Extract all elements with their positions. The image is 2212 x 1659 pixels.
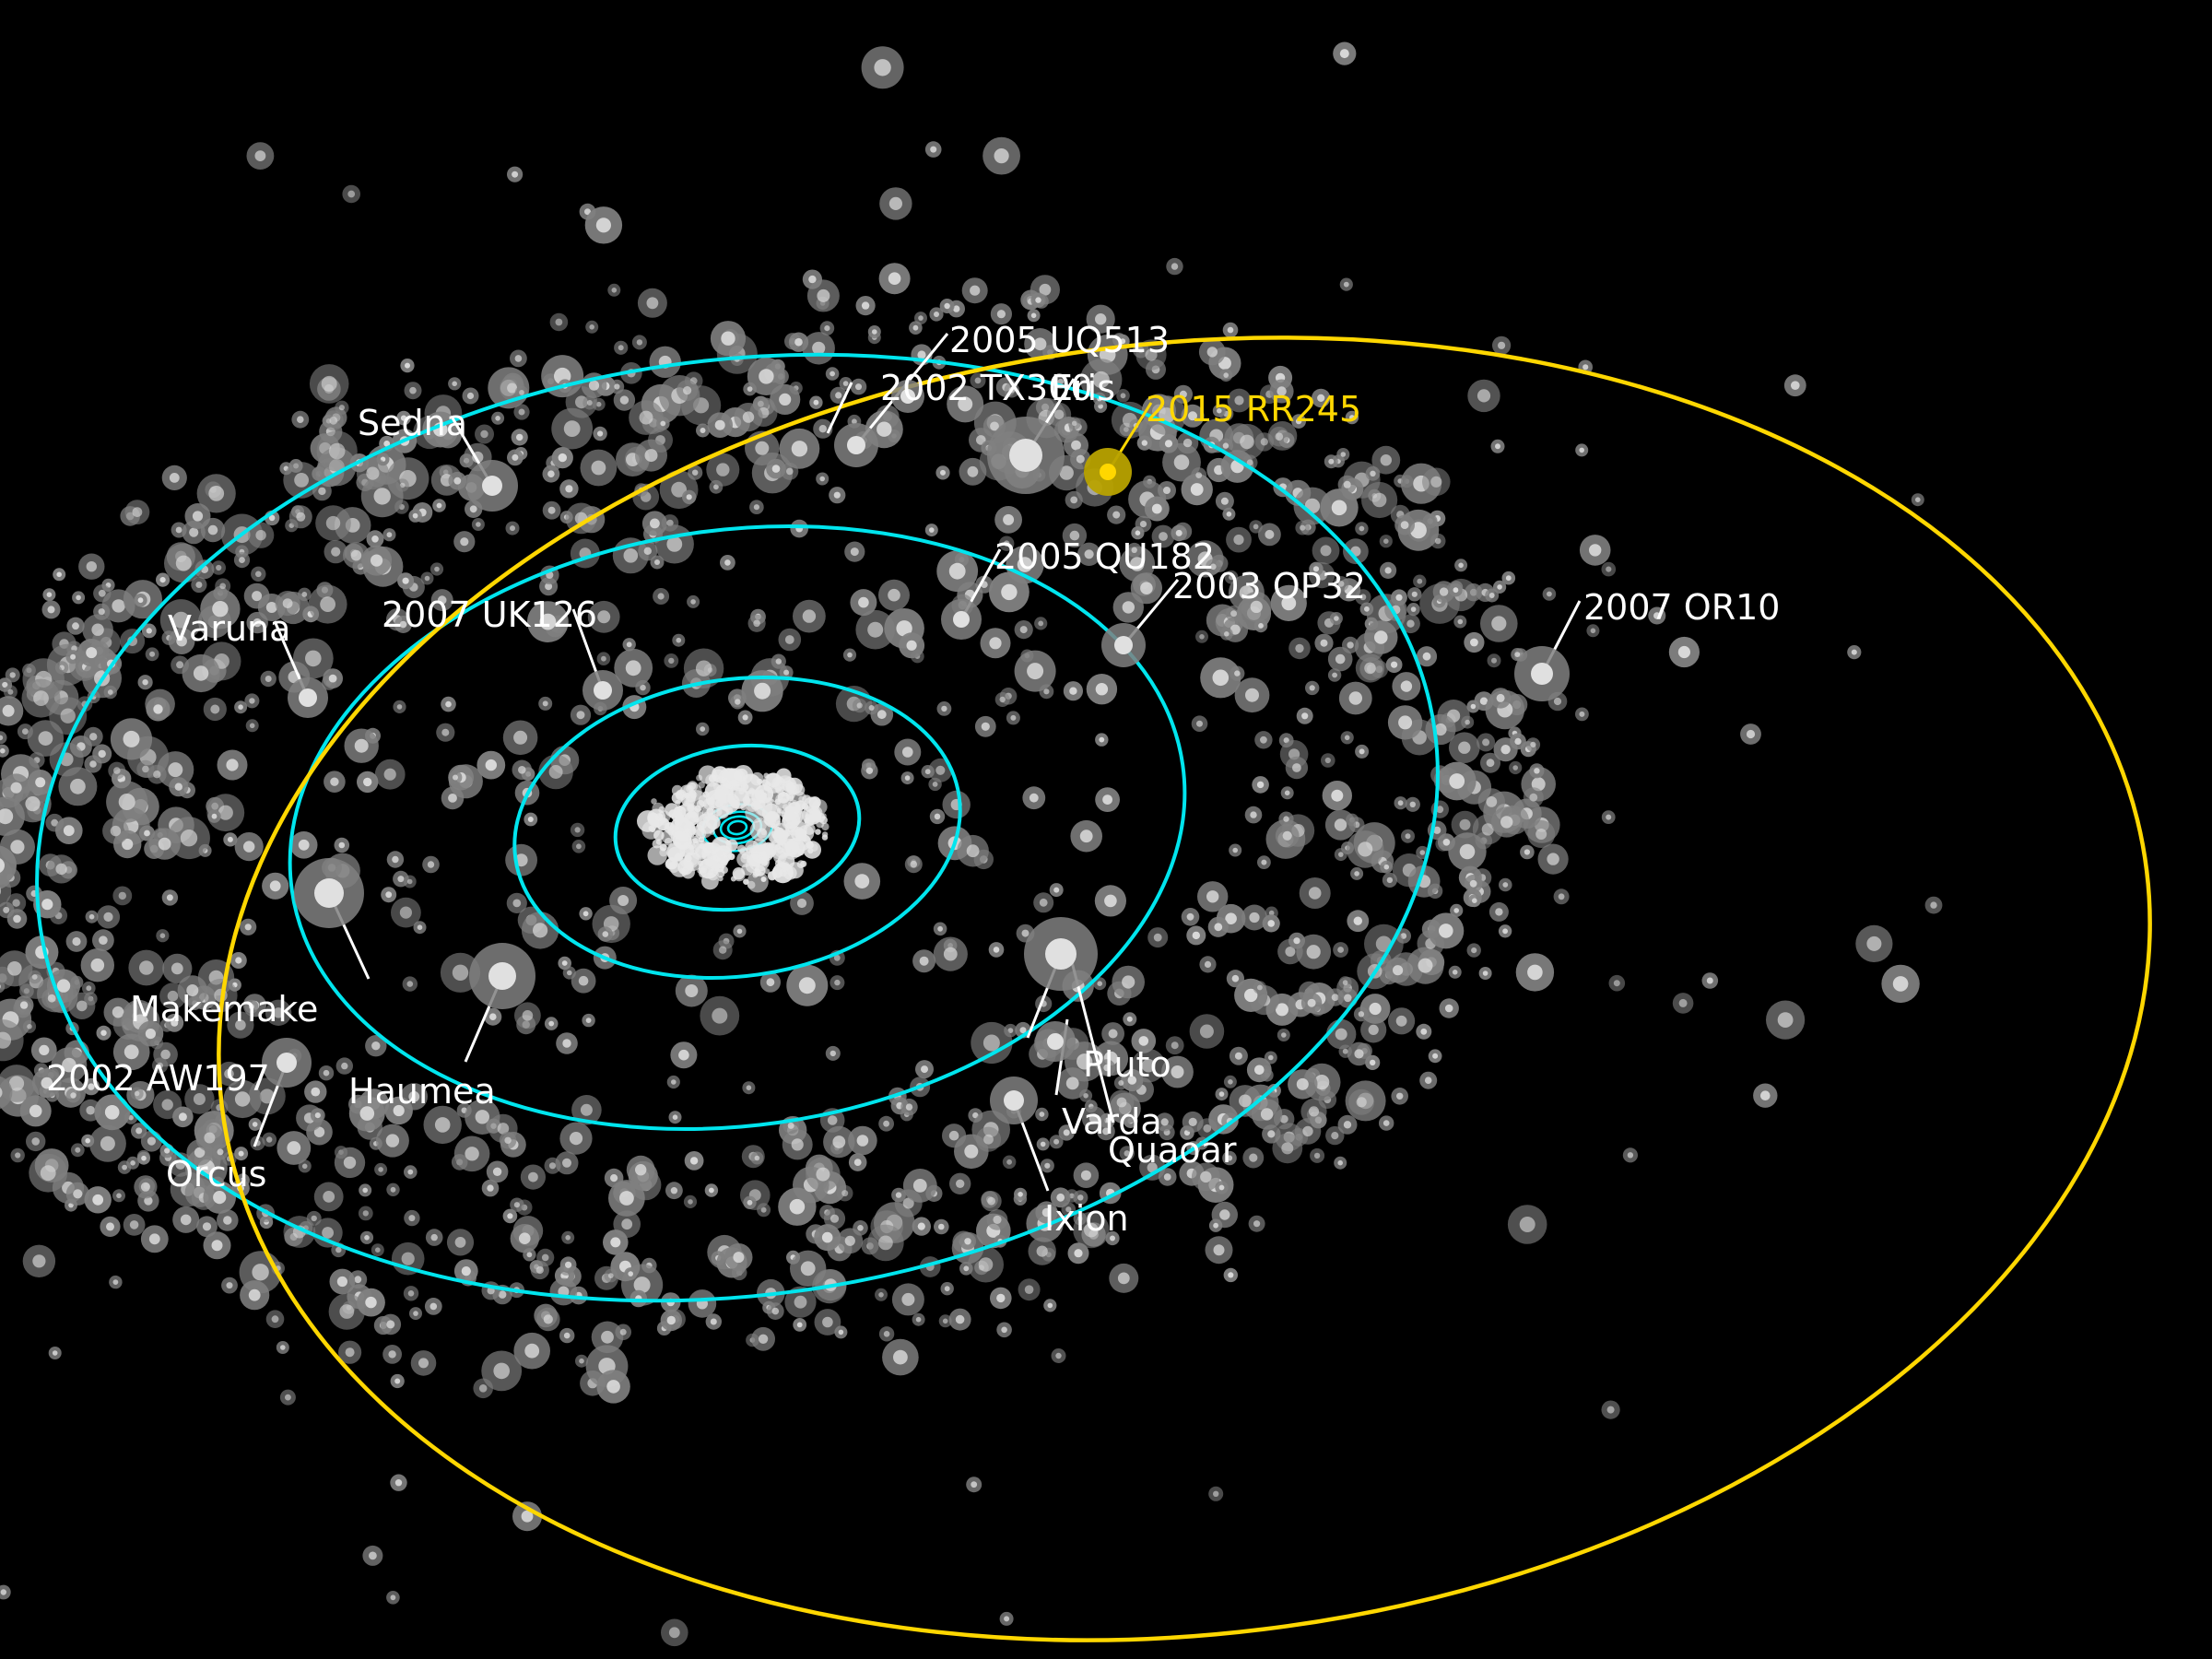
label-sedna: Sedna	[358, 403, 467, 443]
marker-2007-or10[interactable]	[1531, 663, 1553, 685]
label-2015-rr245: 2015 RR245	[1146, 389, 1362, 429]
marker-eris[interactable]	[1009, 439, 1042, 472]
marker-pluto[interactable]	[1045, 938, 1077, 970]
label-haumea: Haumea	[348, 1071, 496, 1112]
marker-makemake[interactable]	[314, 878, 344, 908]
marker-ixion[interactable]	[1004, 1090, 1024, 1111]
marker-varuna[interactable]	[299, 688, 317, 707]
marker-2007-uk126[interactable]	[594, 681, 612, 700]
label-2002-aw197: 2002 AW197	[46, 1058, 270, 1099]
highlighted-orbit	[217, 335, 2152, 1642]
label-eris: Eris	[1051, 368, 1115, 408]
labeled-object-markers	[262, 380, 1570, 1124]
label-2003-op32: 2003 OP32	[1172, 566, 1366, 606]
marker-2005-uq513[interactable]	[847, 436, 865, 454]
orbit-saturn	[512, 676, 962, 980]
orbit-uranus	[288, 524, 1187, 1131]
asteroid-belt	[637, 765, 830, 893]
marker-2005-qu182[interactable]	[953, 611, 970, 628]
marker-varda[interactable]	[1047, 1033, 1064, 1050]
marker-2003-op32[interactable]	[1114, 636, 1133, 654]
label-makemake: Makemake	[130, 989, 319, 1030]
label-varuna: Varuna	[168, 608, 291, 649]
orbit-neptune	[35, 352, 1440, 1303]
label-orcus: Orcus	[166, 1154, 267, 1194]
label-pluto: Pluto	[1083, 1044, 1171, 1085]
orbit-jupiter	[613, 743, 862, 912]
label-varda: Varda	[1062, 1101, 1162, 1142]
label-2002-tx300: 2002 TX300	[880, 368, 1093, 408]
leader-line-2002-tx300	[826, 382, 853, 434]
marker-2015-rr245[interactable]	[1100, 464, 1116, 480]
marker-2002-tx300[interactable]	[900, 389, 915, 404]
label-ixion: Ixion	[1044, 1198, 1129, 1239]
label-2005-uq513: 2005 UQ513	[949, 320, 1171, 360]
orbit-mercury	[726, 819, 748, 836]
label-2007-or10: 2007 OR10	[1583, 587, 1781, 628]
marker-sedna[interactable]	[482, 476, 502, 496]
orbit-2015-rr245	[217, 335, 2152, 1642]
planet-orbits	[35, 352, 1440, 1303]
label-2007-uk126: 2007 UK126	[382, 594, 598, 635]
marker-haumea[interactable]	[488, 962, 516, 990]
label-2005-qu182: 2005 QU182	[994, 536, 1216, 577]
label-quaoar: Quaoar	[1108, 1130, 1237, 1171]
marker-2002-aw197[interactable]	[276, 1053, 297, 1073]
